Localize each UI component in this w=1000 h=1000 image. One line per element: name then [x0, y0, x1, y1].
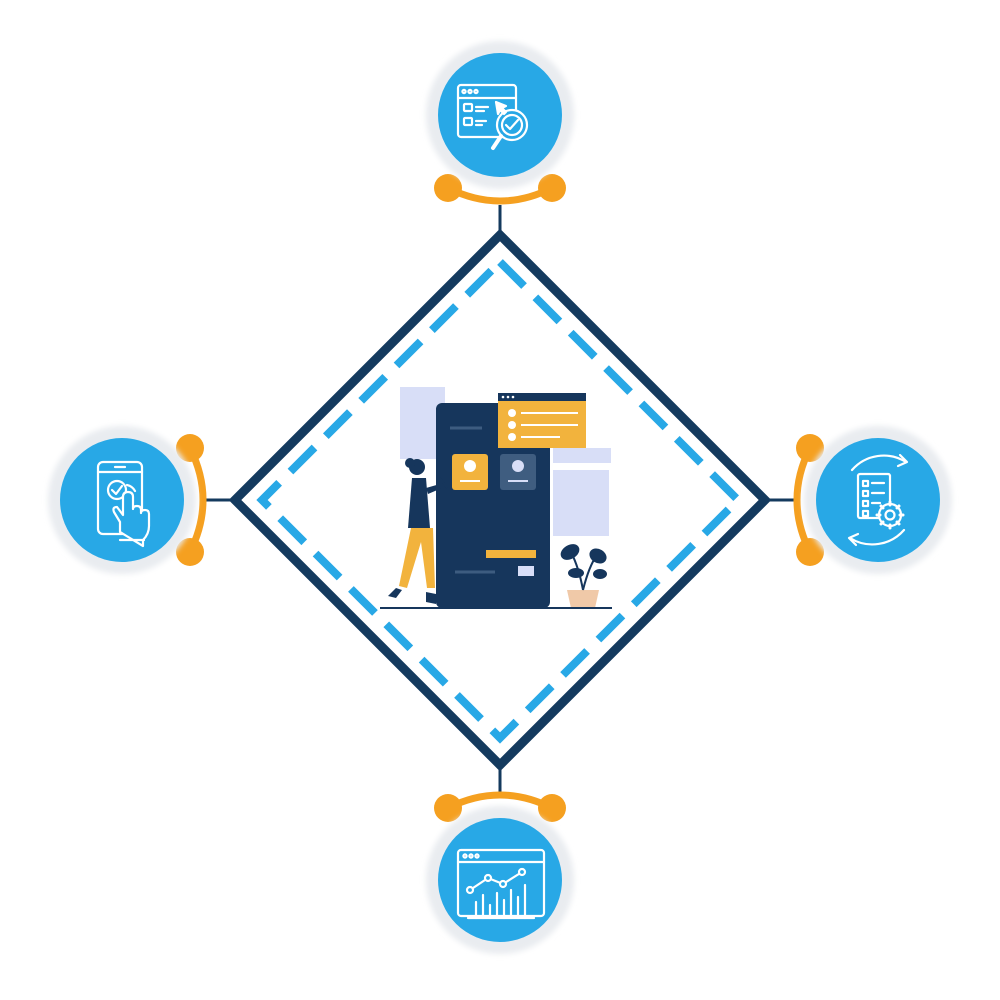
person-with-mobile-app-illustration	[380, 387, 612, 609]
node-right[interactable]	[804, 426, 952, 574]
orange-dot	[538, 794, 566, 822]
node-top[interactable]	[426, 41, 574, 189]
browser-checklist-magnifier-icon	[456, 83, 529, 150]
orange-dot	[538, 174, 566, 202]
node-bottom[interactable]	[426, 806, 574, 954]
node-circle	[816, 438, 940, 562]
orange-dot	[434, 174, 462, 202]
inner-dashed-diamond	[256, 256, 744, 744]
document-gear-cycle-icon	[847, 453, 909, 547]
orange-dot	[176, 434, 204, 462]
orange-dot	[434, 794, 462, 822]
orange-dot	[176, 538, 204, 566]
browser-analytics-chart-icon	[456, 848, 546, 920]
orange-dot	[796, 538, 824, 566]
orange-dot	[796, 434, 824, 462]
mobile-tap-hand-icon	[96, 460, 151, 548]
orange-dots	[176, 174, 824, 822]
orange-arc-top	[444, 184, 556, 205]
node-left[interactable]	[48, 426, 196, 574]
